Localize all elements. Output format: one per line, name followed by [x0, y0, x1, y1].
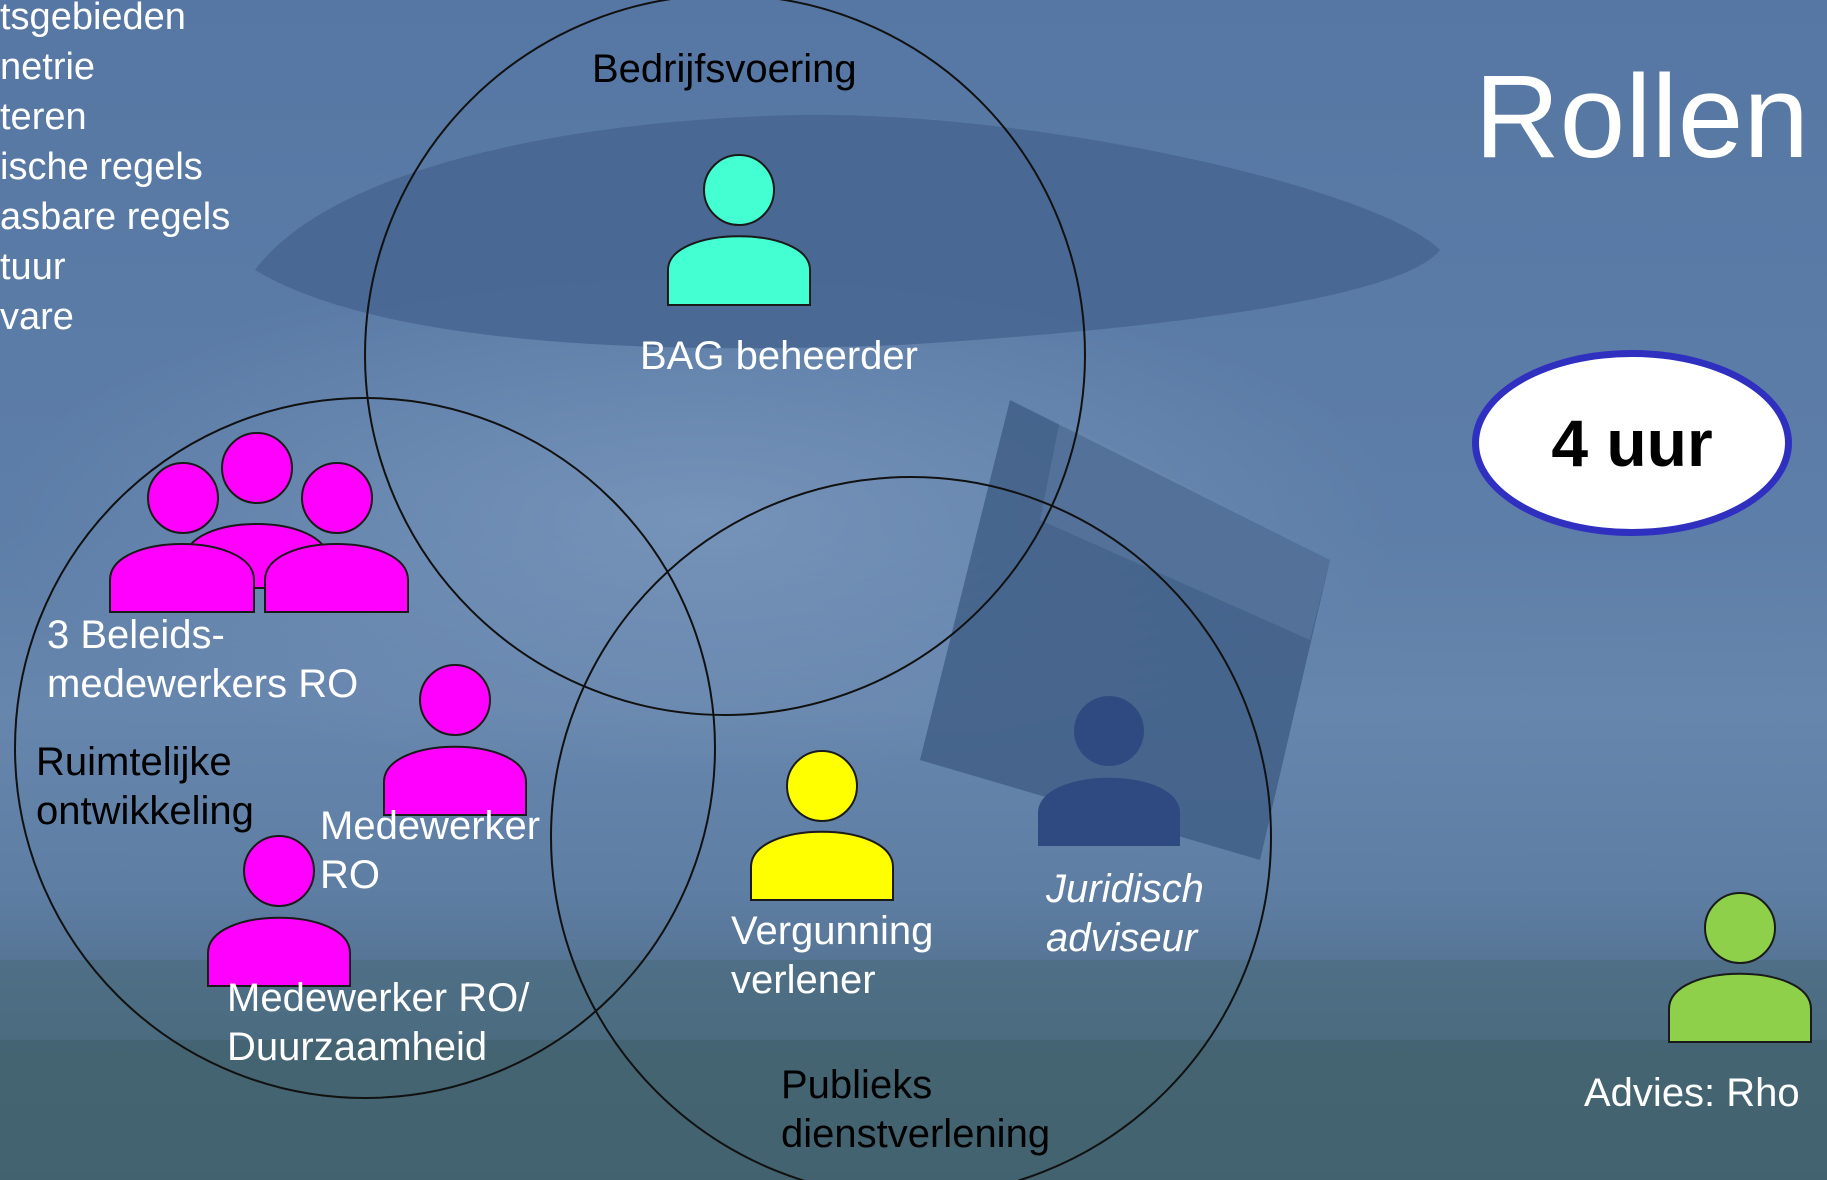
bullet-item: ische regels — [0, 146, 203, 188]
label-juridisch-2: adviseur — [1046, 916, 1198, 960]
label-medewerker-ro-1: Medewerker — [320, 804, 541, 848]
bullet-item: netrie — [0, 46, 96, 88]
bullet-list: tsgebieden netrie teren ische regels asb… — [0, 0, 230, 342]
label-bag-beheerder: BAG beheerder — [640, 334, 918, 378]
label-duurzaam-1: Medewerker RO/ — [227, 976, 530, 1020]
bullet-item: teren — [0, 96, 87, 138]
label-medewerker-ro-2: RO — [320, 853, 380, 897]
advies-person-icon — [1668, 892, 1812, 1043]
label-beleid-2: medewerkers RO — [47, 662, 359, 706]
bag-person-icon — [667, 154, 811, 306]
label-ruimtelijke-2: ontwikkeling — [36, 789, 254, 833]
circle-ruimtelijke-ontwikkeling — [14, 397, 716, 1099]
vergunning-person-icon — [750, 750, 894, 901]
label-juridisch-1: Juridisch — [1046, 867, 1204, 911]
bullet-item: tsgebieden — [0, 0, 186, 38]
duration-badge: 4 uur — [1472, 350, 1792, 536]
label-bedrijfsvoering: Bedrijfsvoering — [592, 47, 857, 91]
bullet-item: tuur — [0, 246, 66, 288]
bullet-item: asbare regels — [0, 196, 231, 238]
label-publieks-2: dienstverlening — [781, 1112, 1051, 1156]
label-advies-rho: Advies: Rho — [1584, 1071, 1800, 1115]
bullet-item: vare — [0, 296, 74, 338]
label-vergunning-2: verlener — [731, 958, 876, 1002]
label-beleid-1: 3 Beleids- — [47, 613, 225, 657]
label-vergunning-1: Vergunning — [731, 909, 934, 953]
duurzaamheid-person-icon — [207, 835, 351, 987]
circle-publieksdienstverlening — [550, 476, 1272, 1180]
label-duurzaam-2: Duurzaamheid — [227, 1025, 488, 1069]
group-people-icon — [109, 432, 409, 613]
circle-bedrijfsvoering — [364, 0, 1086, 716]
slide-title: Rollen — [1474, 51, 1809, 183]
label-ruimtelijke-1: Ruimtelijke — [36, 740, 232, 784]
medewerker-ro-person-icon — [383, 664, 527, 816]
label-publieks-1: Publieks — [781, 1063, 933, 1107]
juridisch-person-icon — [1038, 696, 1180, 846]
